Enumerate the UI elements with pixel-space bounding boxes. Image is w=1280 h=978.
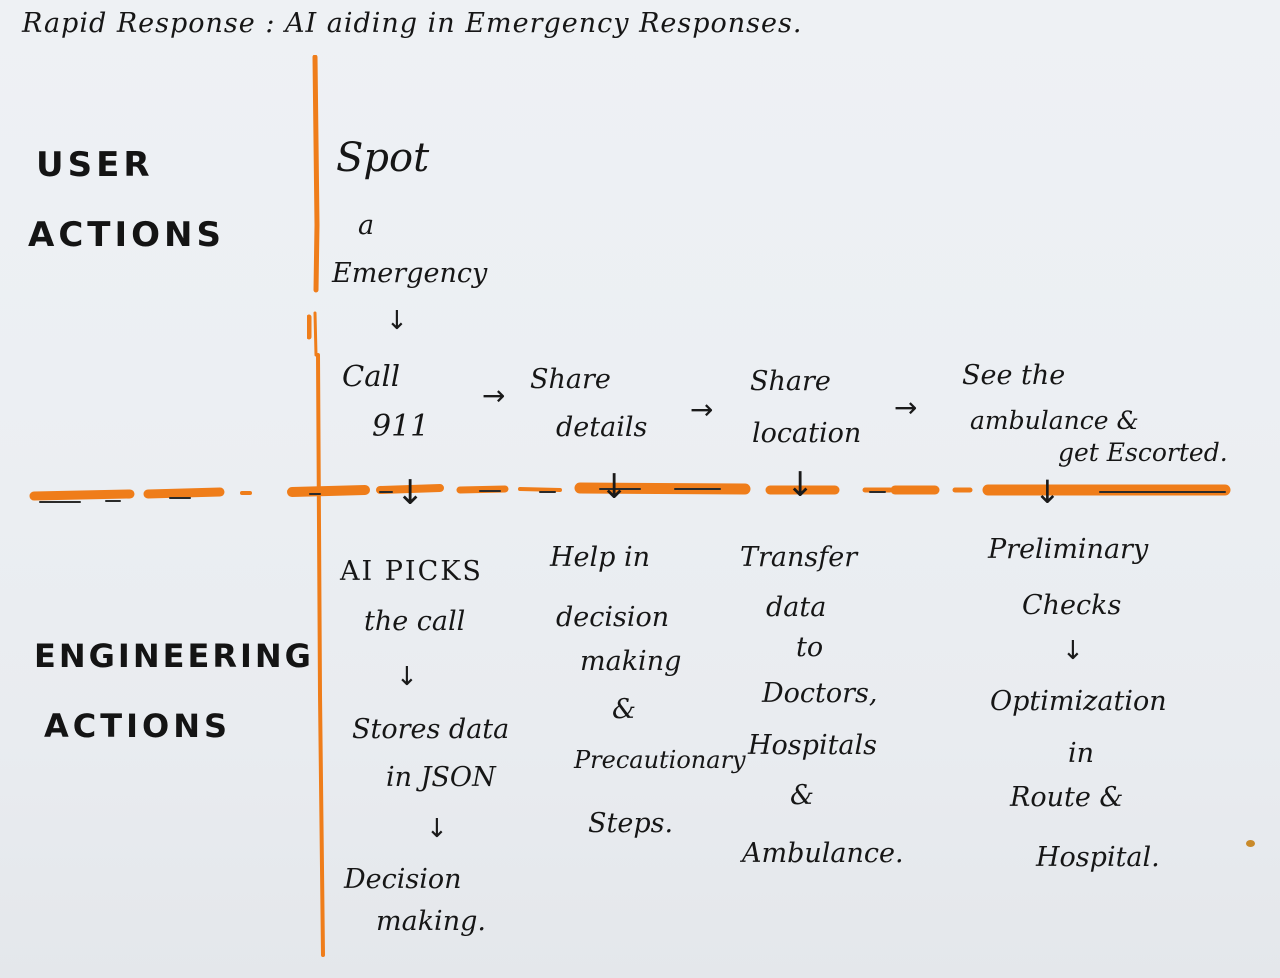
ambulance-col3-text: Ambulance. <box>742 838 904 869</box>
doctors-text: Doctors, <box>762 678 878 709</box>
checks-text: Checks <box>1022 590 1122 621</box>
down-arrow-emergency: ↓ <box>386 306 408 336</box>
in-json-text: in JSON <box>386 762 496 793</box>
route-text: Route & <box>1010 782 1124 813</box>
transfer-text: Transfer <box>740 542 858 573</box>
decision-col2-text: decision <box>556 602 670 633</box>
see-the-text: See the <box>962 360 1066 391</box>
hospital-col4-text: Hospital. <box>1036 842 1160 873</box>
row-header-user-line1: USER <box>36 145 154 185</box>
ai-picks-text: AI PICKS <box>340 556 483 587</box>
row-header-engineering-line1: ENGINEERING <box>34 637 314 675</box>
precautionary-text: Precautionary <box>574 746 746 774</box>
help-in-text: Help in <box>550 542 651 573</box>
escorted-text: get Escorted. <box>1058 438 1228 467</box>
in-col4-text: in <box>1068 738 1095 769</box>
optimization-text: Optimization <box>990 686 1167 717</box>
share-location-label: Share <box>750 366 831 397</box>
a-text: a <box>358 210 375 241</box>
call-number-text: 911 <box>372 409 430 444</box>
the-call-text: the call <box>364 606 466 637</box>
making-text: making. <box>376 906 486 937</box>
ink-speck <box>1246 840 1255 847</box>
decision-text: Decision <box>344 864 462 895</box>
data-col3-text: data <box>766 592 827 623</box>
call-text: Call <box>342 359 401 393</box>
preliminary-text: Preliminary <box>988 534 1149 565</box>
diagram-title: Rapid Response : AI aiding in Emergency … <box>22 8 803 39</box>
right-arrow-call-share: → <box>482 379 506 412</box>
down-arrow-col2: ↓ <box>600 467 629 507</box>
right-arrow-details-location: → <box>690 393 714 426</box>
details-text: details <box>556 412 648 443</box>
making-col2-text: making <box>580 646 682 677</box>
ambulance-text: ambulance & <box>970 406 1139 435</box>
amp-col3-text: & <box>790 780 815 811</box>
hospitals-text: Hospitals <box>748 730 878 761</box>
horizontal-divider-line <box>29 482 1231 503</box>
amp-col2-text: & <box>612 694 637 725</box>
down-arrow-col3: ↓ <box>786 465 815 505</box>
spot-text: Spot <box>336 135 430 181</box>
vertical-divider-line <box>307 55 325 957</box>
row-header-user-line2: ACTIONS <box>28 215 225 255</box>
row-header-engineering-line2: ACTIONS <box>44 707 232 745</box>
down-arrow-optimization: ↓ <box>1062 636 1084 666</box>
right-arrow-location-ambulance: → <box>894 391 918 424</box>
down-arrow-col1: ↓ <box>396 473 425 513</box>
down-arrow-decision: ↓ <box>426 814 448 844</box>
to-text: to <box>796 632 824 663</box>
down-arrow-stores: ↓ <box>396 662 418 692</box>
location-text: location <box>752 418 862 449</box>
steps-text: Steps. <box>588 808 674 839</box>
down-arrow-col4: ↓ <box>1034 473 1061 511</box>
stores-data-text: Stores data <box>352 714 510 745</box>
share-details-label: Share <box>530 364 611 395</box>
emergency-text: Emergency <box>332 258 488 289</box>
